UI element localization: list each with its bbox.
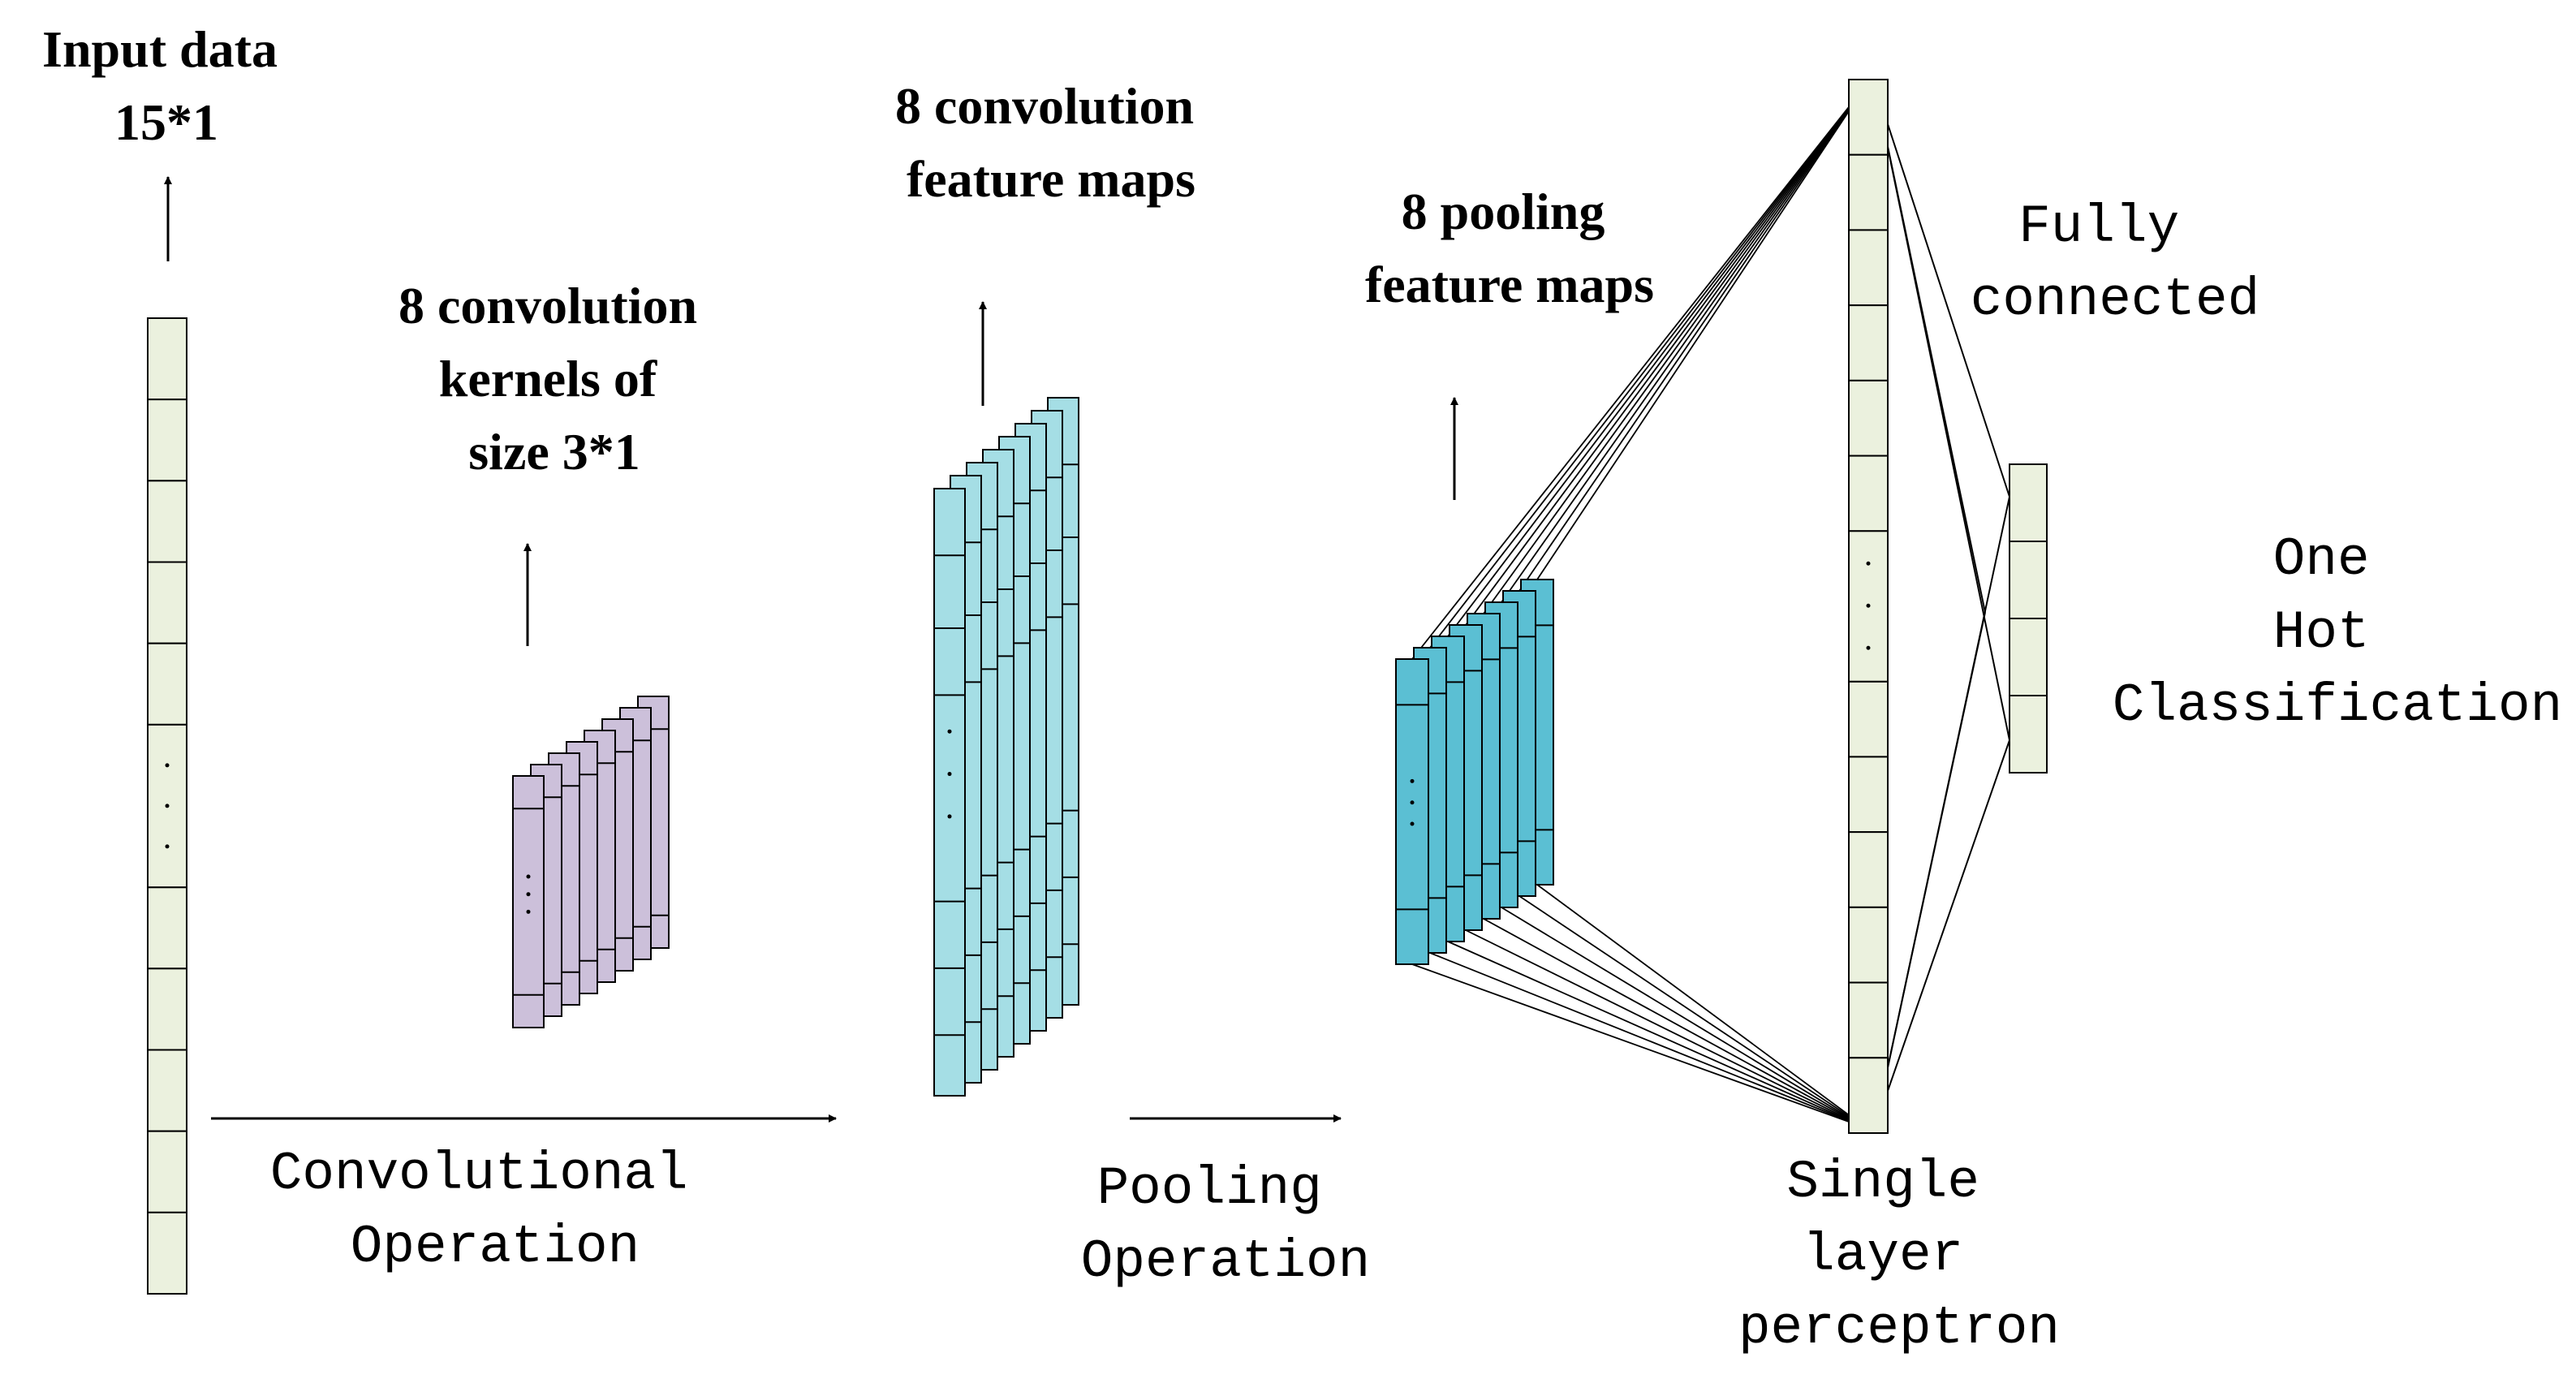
perceptron-to-output-line bbox=[1874, 612, 1986, 1129]
pool-to-perceptron-line bbox=[1429, 84, 1867, 649]
convolution-kernels-stack bbox=[512, 696, 670, 1028]
perceptron-cell bbox=[1848, 756, 1889, 834]
input-vector bbox=[147, 317, 187, 1295]
conv-maps-label: 8 convolution feature maps bbox=[895, 77, 1207, 208]
ellipsis-dot bbox=[165, 804, 170, 808]
perceptron-cell bbox=[1848, 981, 1889, 1059]
ellipsis-dot bbox=[165, 844, 170, 849]
perceptron-cell bbox=[1848, 831, 1889, 908]
kernels-label: 8 convolution kernels of size 3*1 bbox=[398, 277, 710, 480]
input-cell-ellipsis bbox=[147, 723, 187, 889]
input-cell bbox=[147, 967, 187, 1051]
perceptron-cell bbox=[1848, 455, 1889, 532]
perceptron-to-output-line bbox=[1874, 739, 2010, 1129]
output-vector bbox=[2009, 463, 2048, 774]
input-cell bbox=[147, 886, 187, 970]
pool-to-perceptron-line bbox=[1411, 84, 1867, 660]
pooling-feature-maps-stack bbox=[1395, 579, 1554, 965]
arrows bbox=[164, 176, 1458, 1123]
perceptron-cell bbox=[1848, 304, 1889, 381]
perceptron-cell bbox=[1848, 680, 1889, 758]
ellipsis-dot bbox=[1410, 778, 1415, 783]
perceptron-to-output-line bbox=[1874, 84, 2010, 741]
pool-to-perceptron-line bbox=[1429, 952, 1867, 1129]
perceptron-label: Single layer perceptron bbox=[1738, 1152, 2060, 1359]
fully-connected-lines bbox=[1411, 84, 2010, 1129]
conv-feature-map-body bbox=[933, 488, 966, 1097]
input-data-label: Input data 15*1 bbox=[42, 20, 291, 151]
ellipsis-dot bbox=[526, 909, 531, 914]
pool-feature-map bbox=[1395, 658, 1429, 965]
input-cell bbox=[147, 1211, 187, 1295]
ellipsis-dot bbox=[1866, 603, 1871, 608]
perceptron-cell bbox=[1848, 1057, 1889, 1135]
ellipsis-dot bbox=[947, 814, 952, 819]
input-cell bbox=[147, 480, 187, 563]
pool-maps-label: 8 pooling feature maps bbox=[1365, 183, 1654, 313]
pool-to-perceptron-line bbox=[1447, 941, 1867, 1129]
input-cell bbox=[147, 561, 187, 644]
pool-feature-map-body bbox=[1395, 658, 1429, 965]
input-cell bbox=[147, 317, 187, 401]
input-cell bbox=[147, 399, 187, 482]
perceptron-cell bbox=[1848, 379, 1889, 457]
ellipsis-dot bbox=[1866, 561, 1871, 566]
pool-to-perceptron-line bbox=[1501, 907, 1867, 1129]
perceptron-cell bbox=[1848, 229, 1889, 307]
pool-to-perceptron-line bbox=[1483, 918, 1867, 1129]
pool-to-perceptron-line bbox=[1465, 84, 1867, 626]
input-cell bbox=[147, 1130, 187, 1213]
output-cell bbox=[2009, 695, 2048, 774]
pool-to-perceptron-line bbox=[1465, 929, 1867, 1129]
perceptron-cell bbox=[1848, 153, 1889, 231]
input-cell bbox=[147, 642, 187, 726]
pool-to-perceptron-line bbox=[1536, 884, 1867, 1129]
fully-connected-label: Fully connected bbox=[1971, 196, 2259, 330]
output-cell bbox=[2009, 541, 2048, 619]
pool-op-label: Pooling Operation bbox=[1081, 1158, 1370, 1292]
ellipsis-dot bbox=[947, 729, 952, 734]
pool-to-perceptron-line bbox=[1447, 84, 1867, 637]
pool-to-perceptron-line bbox=[1518, 895, 1867, 1129]
pool-to-perceptron-line bbox=[1536, 84, 1867, 580]
one-hot-label: One Hot Classification bbox=[2113, 529, 2563, 736]
perceptron-vector bbox=[1848, 79, 1889, 1135]
kernel-map bbox=[512, 775, 545, 1028]
kernel-map-body bbox=[512, 775, 545, 1028]
output-cell bbox=[2009, 618, 2048, 696]
conv-feature-map bbox=[933, 488, 966, 1097]
ellipsis-dot bbox=[526, 892, 531, 897]
pool-to-perceptron-line bbox=[1483, 84, 1867, 614]
perceptron-to-output-line bbox=[1874, 84, 2010, 498]
convolution-feature-maps-stack bbox=[933, 397, 1079, 1097]
perceptron-cell bbox=[1848, 79, 1889, 156]
conv-op-label: Convolutional Operation bbox=[270, 1144, 721, 1278]
pool-to-perceptron-line bbox=[1518, 84, 1867, 592]
ellipsis-dot bbox=[947, 772, 952, 777]
ellipsis-dot bbox=[1866, 645, 1871, 650]
perceptron-cell bbox=[1848, 906, 1889, 984]
ellipsis-dot bbox=[1410, 800, 1415, 805]
output-cell bbox=[2009, 463, 2048, 542]
ellipsis-dot bbox=[165, 763, 170, 768]
input-cell bbox=[147, 1049, 187, 1132]
ellipsis-dot bbox=[1410, 821, 1415, 826]
pool-to-perceptron-line bbox=[1501, 84, 1867, 603]
pool-to-perceptron-line bbox=[1411, 963, 1867, 1129]
ellipsis-dot bbox=[526, 874, 531, 879]
